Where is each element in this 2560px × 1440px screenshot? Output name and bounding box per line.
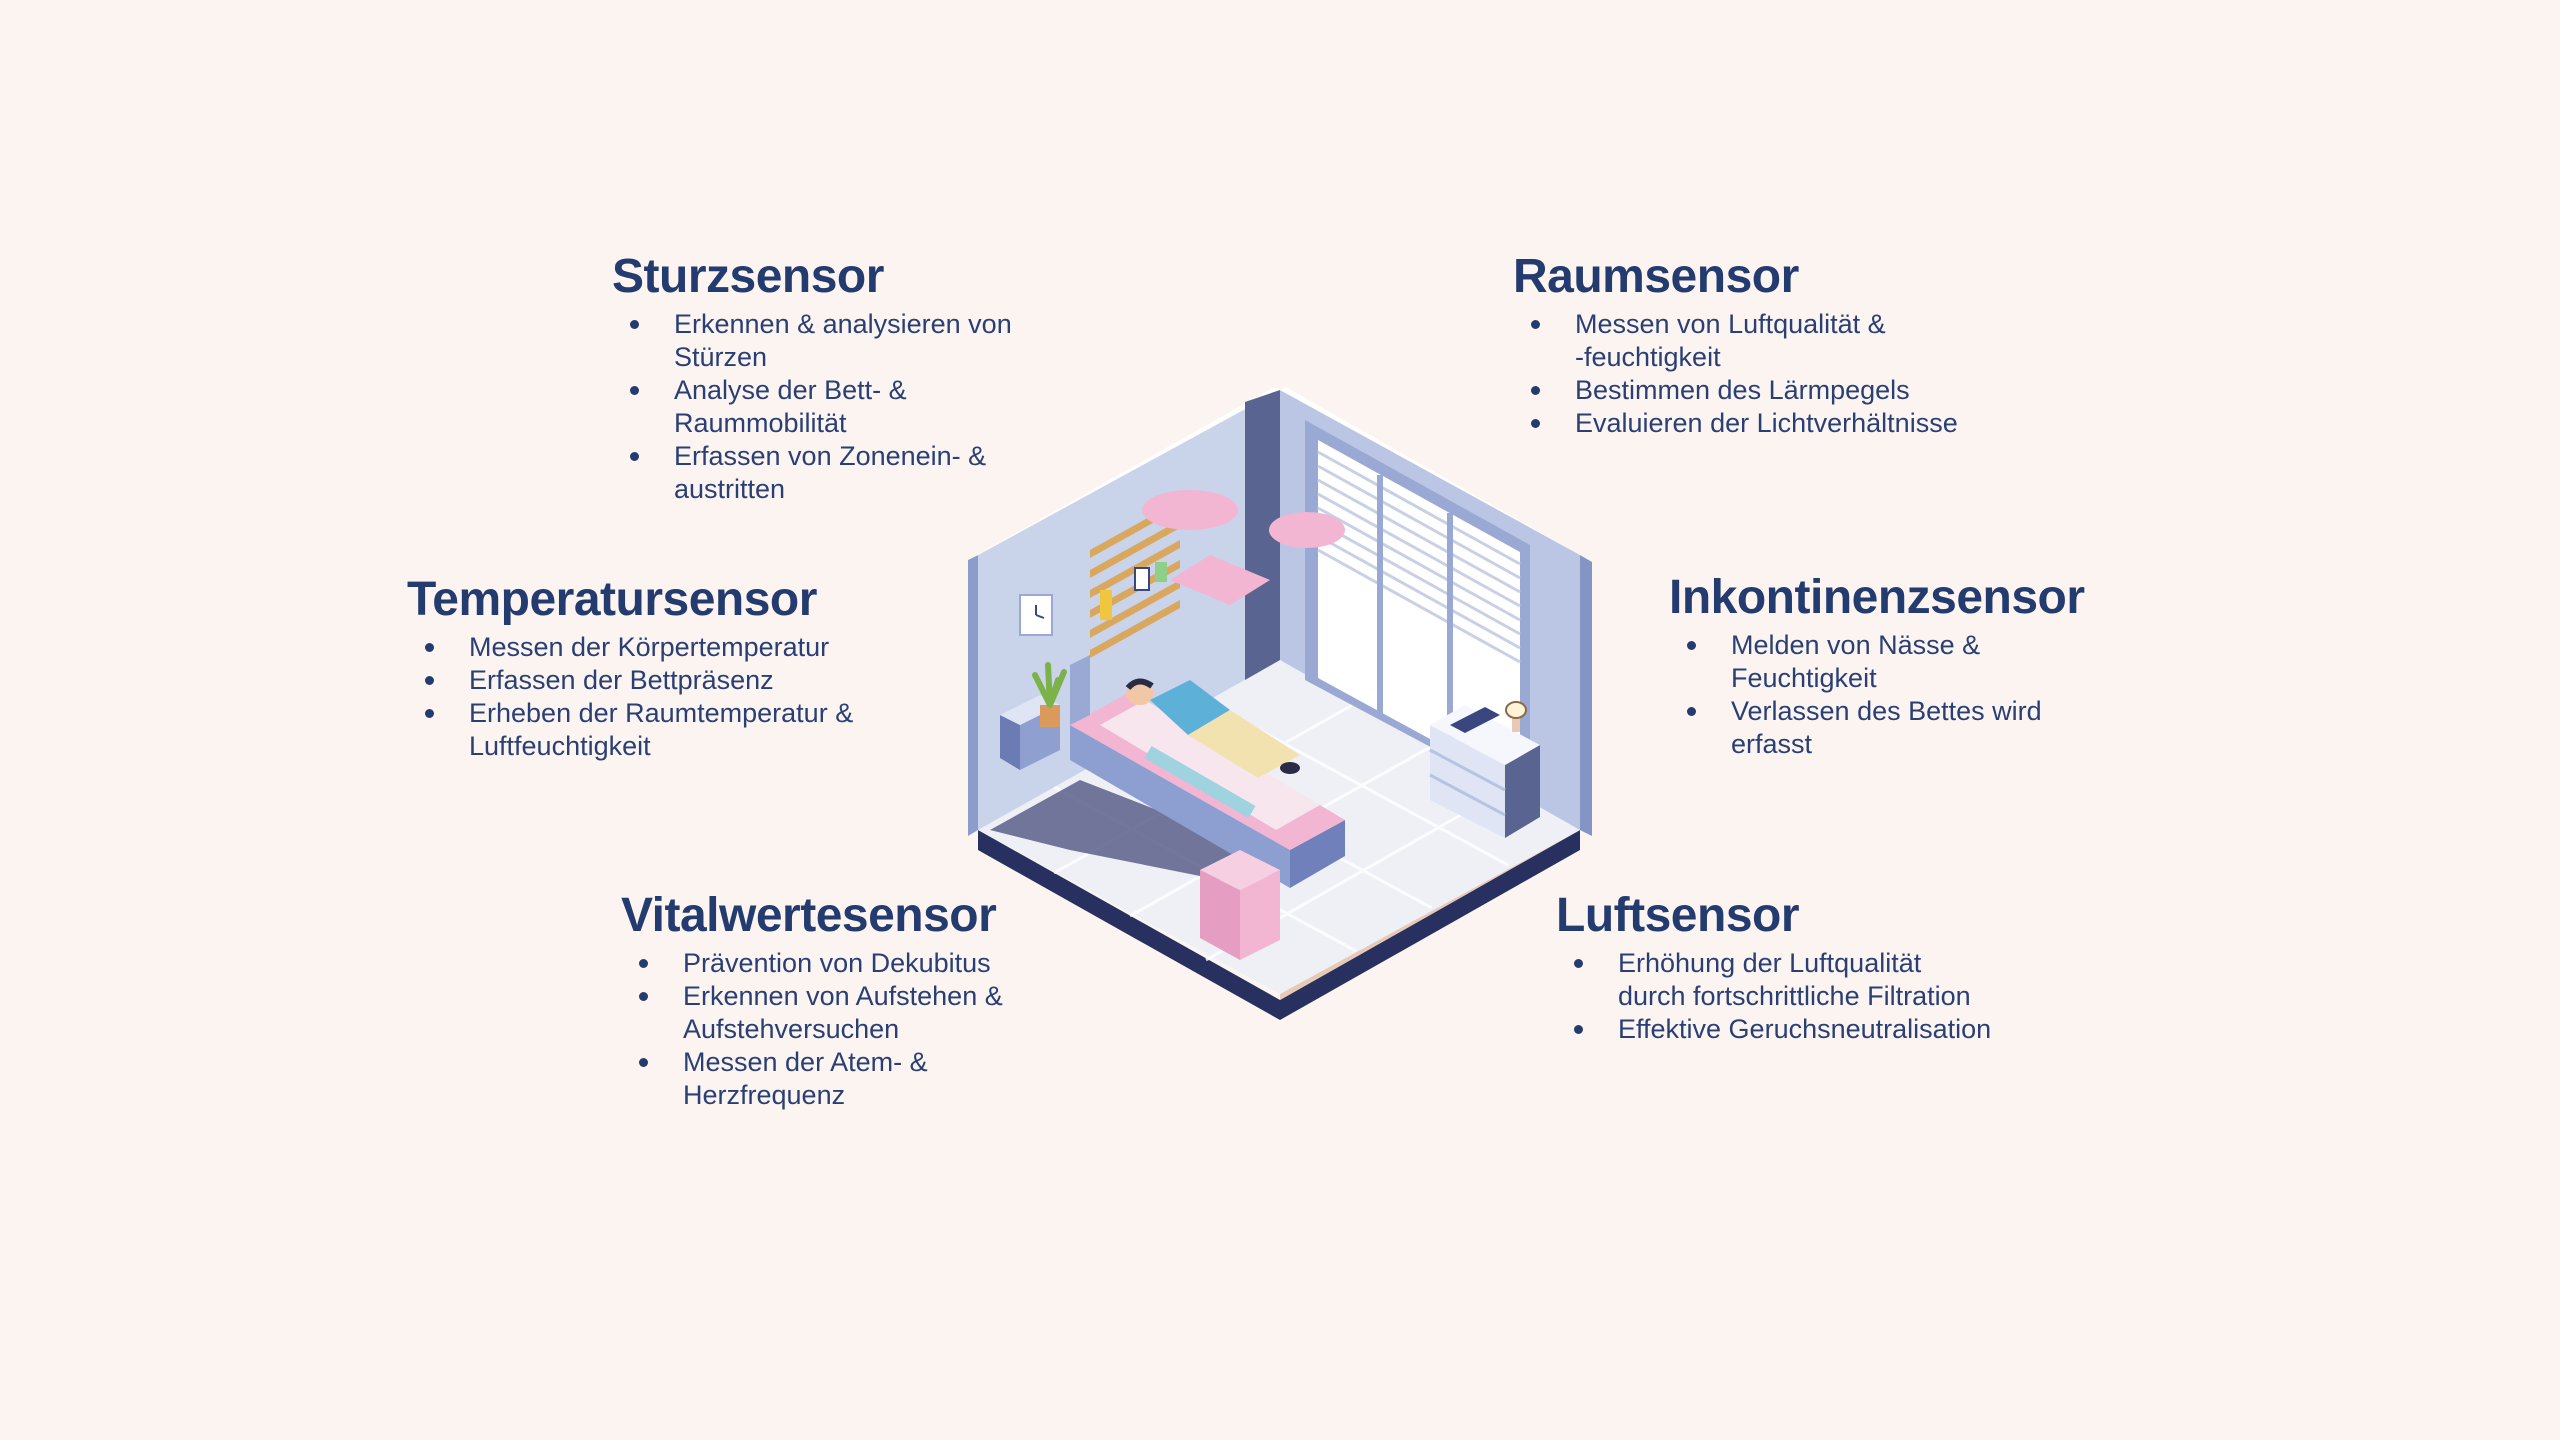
- bullet-item: Messen der Körpertemperatur: [424, 631, 853, 664]
- bullet-item: Erfassen von Zonenein- &austritten: [630, 440, 1012, 506]
- bullet-item: Effektive Geruchsneutralisation: [1573, 1014, 1992, 1044]
- sensor-title: Sturzsensor: [612, 250, 884, 303]
- right-wall-top: [1280, 387, 1592, 562]
- bullet-item: Evaluieren der Lichtverhältnisse: [1531, 408, 1958, 438]
- left-wall-top: [968, 387, 1280, 560]
- air-purifier-front: [1240, 870, 1280, 960]
- sensor-title: Raumsensor: [1513, 250, 1799, 303]
- dresser-drawer-line: [1429, 773, 1506, 817]
- window-blinds: [1317, 450, 1521, 664]
- isometric-room-illustration: [968, 387, 1592, 1020]
- bullet-item: Erkennen von Aufstehen &Aufstehversuchen: [639, 981, 1003, 1044]
- dresser-book: [1450, 707, 1500, 733]
- bed-frame-side: [1070, 725, 1290, 888]
- sensor-vitalwerte: Vitalwertesensor Prävention von Dekubitu…: [621, 889, 1003, 1112]
- nightstand-left-top: [1000, 695, 1060, 725]
- wall-photo: [1134, 567, 1150, 591]
- floor-slab-right: [1280, 830, 1580, 1020]
- bullet-item: Bestimmen des Lärmpegels: [1531, 374, 1958, 407]
- bed-rail: [1144, 745, 1256, 819]
- window-glass: [1318, 440, 1520, 788]
- bullet-item: Messen der Atem- &Herzfrequenz: [639, 1046, 1003, 1112]
- patient-shirt: [1150, 680, 1230, 735]
- bed-frame-front: [1290, 820, 1345, 888]
- dresser-drawer-line: [1429, 748, 1506, 792]
- sensor-raum: Raumsensor Messen von Luftqualität &-feu…: [1513, 250, 1958, 440]
- sensor-title: Inkontinenzsensor: [1669, 571, 2085, 624]
- corner-column: [1245, 390, 1280, 680]
- floor-slab-left: [978, 830, 1280, 1020]
- lamp-icon: [1512, 710, 1520, 732]
- sensor-marker-wall-panel: [1170, 555, 1270, 605]
- bed-headboard: [1070, 655, 1090, 725]
- patient-feet-icon: [1280, 762, 1300, 774]
- sensor-title: Vitalwertesensor: [621, 889, 997, 942]
- bullet-item: Prävention von Dekubitus: [639, 947, 1003, 980]
- right-wall-edge: [1580, 555, 1592, 836]
- bullet-item: Erfassen der Bettpräsenz: [424, 664, 853, 697]
- bullet-item: Erheben der Raumtemperatur &Luftfeuchtig…: [424, 698, 854, 761]
- wall-photo: [1100, 590, 1112, 620]
- lamp-icon: [1505, 701, 1527, 719]
- sensor-temperatur: Temperatursensor Messen der Körpertemper…: [407, 573, 853, 763]
- sensor-marker-wall: [1269, 512, 1345, 548]
- patient-hair-icon: [1125, 678, 1154, 691]
- sensor-title: Temperatursensor: [407, 573, 817, 626]
- air-purifier-side: [1200, 870, 1240, 960]
- patient-legs: [1188, 710, 1300, 778]
- sensor-marker-ceiling: [1142, 490, 1238, 530]
- bed-sheet: [1100, 700, 1320, 830]
- sensor-inkontinenz: Inkontinenzsensor Melden von Nässe &Feuc…: [1669, 571, 2085, 761]
- nightstand-left-side: [1000, 715, 1020, 770]
- dresser-side: [1505, 745, 1540, 838]
- plant-pot-icon: [1040, 705, 1060, 727]
- air-purifier-top: [1200, 850, 1280, 890]
- wall-clock-icon: [1035, 614, 1045, 619]
- bullet-item: Messen von Luftqualität &-feuchtigkeit: [1531, 308, 1958, 374]
- wall-photo: [1155, 562, 1167, 582]
- dresser-top: [1430, 705, 1540, 765]
- dresser-front: [1430, 725, 1505, 838]
- sensor-title: Luftsensor: [1556, 889, 1800, 942]
- plant-icon: [1032, 662, 1067, 708]
- floor-shadow: [990, 780, 1260, 880]
- left-wall-edge: [968, 555, 978, 836]
- bullet-item: Melden von Nässe &Feuchtigkeit: [1687, 629, 2085, 695]
- bullet-item: Analyse der Bett- &Raummobilität: [630, 374, 1012, 440]
